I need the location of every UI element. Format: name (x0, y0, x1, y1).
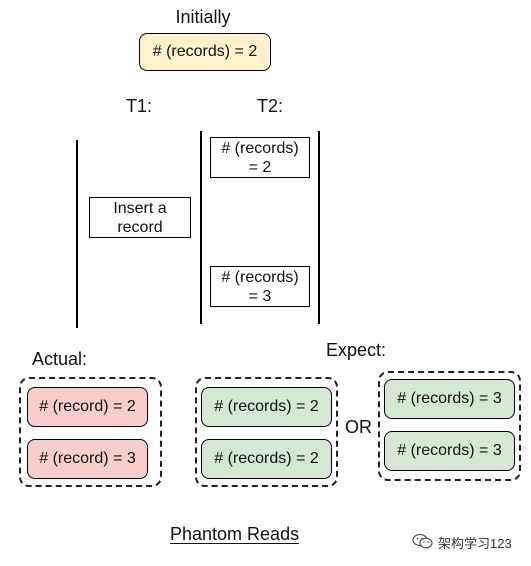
t1-timeline-right (200, 131, 202, 324)
expect-option2-group (378, 371, 521, 481)
t2-read1-line1: # (records) (221, 139, 299, 157)
t1-label: T1: (126, 96, 153, 116)
t1-timeline-left (76, 140, 78, 328)
expect-option2-item-2-text: # (records) = 3 (397, 442, 502, 459)
t2-label: T2: (257, 96, 284, 116)
expect-option1-item-1-text: # (records) = 2 (214, 398, 319, 415)
actual-group (19, 377, 162, 487)
initial-state-box: # (records) = 2 (139, 33, 271, 71)
t2-timeline-right (318, 131, 320, 324)
expect-option1-group (195, 377, 338, 487)
initial-state-text: # (records) = 2 (152, 43, 258, 60)
t2-read2-line2: = 3 (248, 287, 272, 305)
insert-record-line2: record (117, 218, 163, 236)
expect-option1-item-2-text: # (records) = 2 (214, 450, 319, 467)
expect-label: Expect: (326, 340, 387, 360)
expect-option1-item-1: # (records) = 2 (201, 387, 332, 427)
actual-item-2: # (record) = 3 (27, 439, 148, 479)
t2-read-box-1: # (records) = 2 (210, 137, 310, 178)
watermark-text: 架构学习123 (438, 536, 512, 551)
actual-item-1-text: # (record) = 2 (39, 398, 136, 415)
actual-label: Actual: (32, 349, 88, 369)
t2-read2-line1: # (records) (221, 268, 299, 286)
wechat-icon (412, 532, 434, 553)
expect-option2-item-1: # (records) = 3 (384, 379, 515, 419)
or-label: OR (345, 417, 372, 437)
actual-item-2-text: # (record) = 3 (39, 450, 136, 467)
expect-option2-item-2: # (records) = 3 (384, 431, 515, 471)
insert-record-line1: Insert a (113, 199, 167, 217)
insert-record-box: Insert a record (89, 197, 191, 238)
actual-item-1: # (record) = 2 (27, 387, 148, 427)
expect-option1-item-2: # (records) = 2 (201, 439, 332, 479)
t2-read1-line2: = 2 (248, 158, 272, 176)
initially-label: Initially (175, 7, 231, 27)
t2-read-box-2: # (records) = 3 (210, 266, 310, 307)
diagram-title: Phantom Reads (170, 524, 300, 544)
watermark: 架构学习123 (412, 532, 512, 553)
expect-option2-item-1-text: # (records) = 3 (397, 390, 502, 407)
